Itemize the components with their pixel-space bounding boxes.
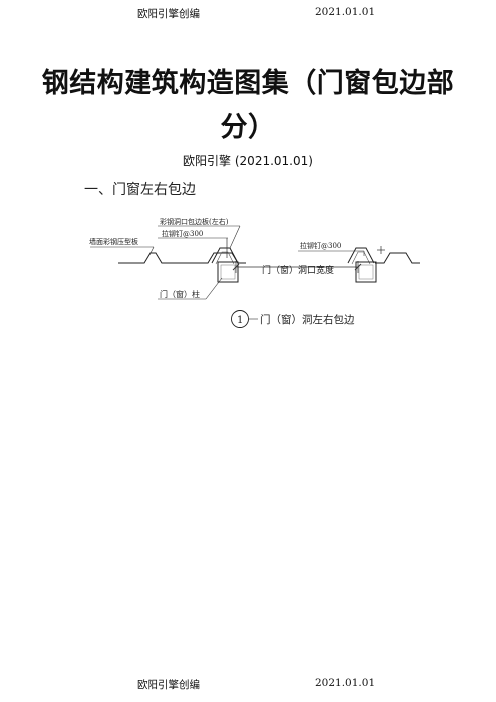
label-wall-panel: 墙面彩钢压型板 <box>89 237 138 246</box>
column-left <box>217 261 239 283</box>
wall-panel-right <box>375 252 420 264</box>
trim-board-right <box>347 247 375 264</box>
header-date: 2021.01.01 <box>315 6 376 18</box>
document-title: 钢结构建筑构造图集（门窗包边部分） <box>41 68 455 143</box>
page-header: 欧阳引擎创编 2021.01.01 <box>0 6 496 22</box>
header-author: 欧阳引擎创编 <box>137 8 200 20</box>
trim-board-left <box>211 247 239 264</box>
detail-caption: 门（窗）洞左右包边 <box>260 313 355 326</box>
page-footer: 欧阳引擎创编 2021.01.01 <box>0 677 496 693</box>
section-heading: 一、门窗左右包边 <box>84 182 196 198</box>
detail-number-circle <box>231 310 249 328</box>
footer-author: 欧阳引擎创编 <box>137 679 200 691</box>
label-rivet-left: 拉铆钉@300 <box>162 229 203 238</box>
label-opening-width: 门（窗）洞口宽度 <box>262 264 334 276</box>
label-column: 门（窗）柱 <box>160 289 200 299</box>
column-right <box>355 261 377 283</box>
footer-date: 2021.01.01 <box>315 677 376 689</box>
trim-board-left-inner <box>215 251 235 265</box>
label-trim-board: 彩钢洞口包边板(左右) <box>160 217 229 226</box>
detail-number: 1 <box>237 315 243 326</box>
label-rivet-right: 拉铆钉@300 <box>300 241 341 250</box>
door-window-trim-drawing: 墙面彩钢压型板 彩钢洞口包边板(左右) 拉铆钉@300 拉铆钉@300 门（窗）… <box>89 217 420 328</box>
author-line: 欧阳引擎 (2021.01.01) <box>183 154 313 168</box>
